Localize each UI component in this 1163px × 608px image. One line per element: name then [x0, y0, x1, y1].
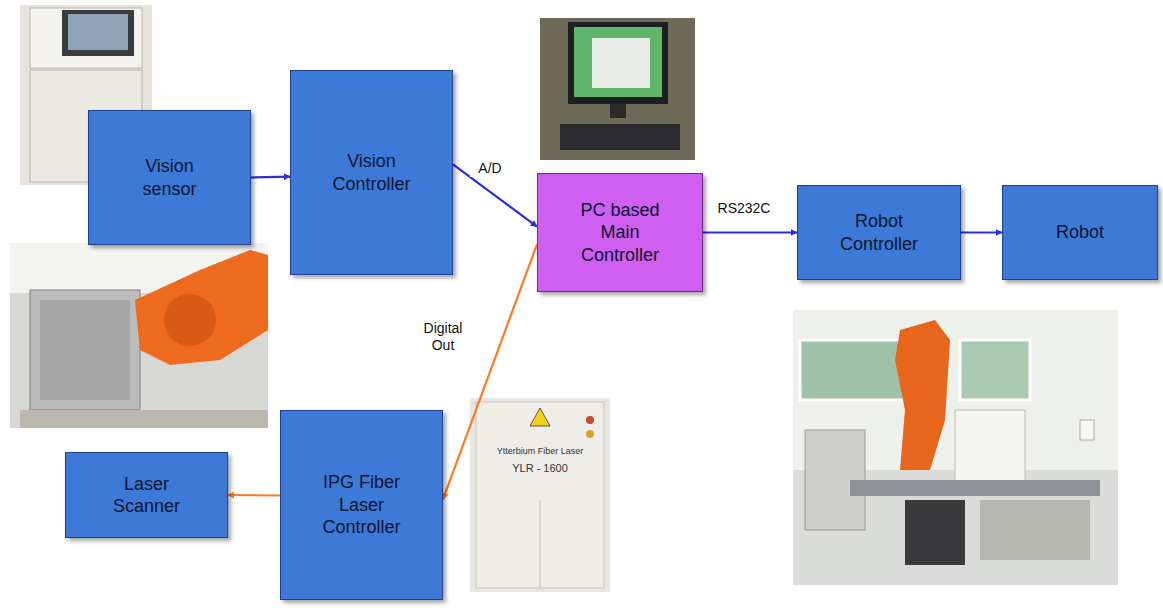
pc-photo	[540, 18, 695, 160]
box-label: Robot	[1056, 221, 1104, 244]
process-box: Robot	[1002, 185, 1158, 280]
process-box: Robot Controller	[797, 185, 961, 280]
window	[960, 340, 1030, 400]
warning-sign	[530, 408, 550, 426]
cabinet-seam	[540, 500, 541, 588]
device-marking: YLR - 1600	[478, 462, 602, 475]
laser-photo	[470, 398, 610, 592]
signal-label: A/D	[470, 160, 510, 177]
signal-label: RS232C	[712, 200, 776, 217]
monitor-screen	[68, 14, 128, 50]
window	[800, 340, 910, 400]
scanner-housing	[30, 290, 140, 410]
lab-photo	[793, 310, 1118, 585]
robot-joint	[164, 294, 216, 346]
signal-arrow	[961, 231, 1002, 233]
device-marking: Ytterbium Fiber Laser	[478, 446, 602, 457]
monitor-screen	[574, 27, 662, 97]
controller-box: PC based Main Controller	[537, 173, 703, 292]
switch	[1080, 420, 1094, 440]
photo-ground	[793, 310, 1118, 585]
signal-arrow	[443, 244, 537, 499]
signal-arrow	[703, 231, 797, 233]
box-label: PC based Main Controller	[566, 199, 674, 267]
signal-label: Digital Out	[412, 320, 474, 354]
screen-window	[592, 38, 650, 88]
box-label: Vision sensor	[117, 155, 222, 200]
rack	[980, 500, 1090, 560]
cabinet	[955, 410, 1025, 490]
signal-arrow	[251, 176, 290, 179]
keyboard	[560, 124, 680, 150]
process-box: Vision sensor	[88, 110, 251, 245]
photo-ground	[10, 243, 268, 428]
photo-ground	[470, 398, 610, 592]
monitor	[568, 22, 668, 104]
laser-cabinet	[476, 402, 604, 588]
monitor	[62, 10, 134, 56]
cabinet-top	[30, 8, 142, 68]
table	[20, 410, 268, 428]
table	[850, 480, 1100, 496]
photo-ground	[540, 18, 695, 160]
box-label: IPG Fiber Laser Controller	[309, 471, 414, 539]
device	[905, 500, 965, 565]
scanner-panel	[40, 300, 130, 400]
indicator	[586, 416, 594, 424]
robot-arm	[135, 250, 268, 365]
box-label: Robot Controller	[826, 210, 932, 255]
box-label: Laser Scanner	[94, 473, 199, 518]
box-label: Vision Controller	[319, 150, 424, 195]
process-box: IPG Fiber Laser Controller	[280, 410, 443, 600]
signal-arrow	[228, 494, 280, 497]
indicator	[586, 430, 594, 438]
monitor-stand	[610, 104, 626, 118]
robot	[895, 320, 950, 470]
process-box: Vision Controller	[290, 70, 453, 275]
robot-photo	[10, 243, 268, 428]
process-box: Laser Scanner	[65, 452, 228, 538]
